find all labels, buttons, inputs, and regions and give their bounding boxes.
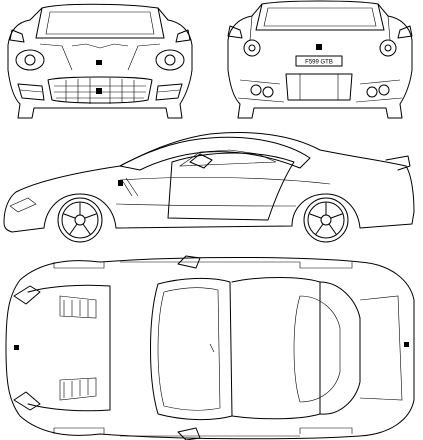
front-view	[7, 3, 193, 119]
rear-wheel	[303, 197, 349, 243]
rear-view: F599 GTB	[227, 0, 413, 119]
front-wheel	[57, 197, 103, 243]
side-view	[3, 132, 415, 243]
license-plate-text: F599 GTB	[305, 60, 333, 66]
license-plate	[295, 55, 343, 67]
top-view	[5, 255, 415, 440]
